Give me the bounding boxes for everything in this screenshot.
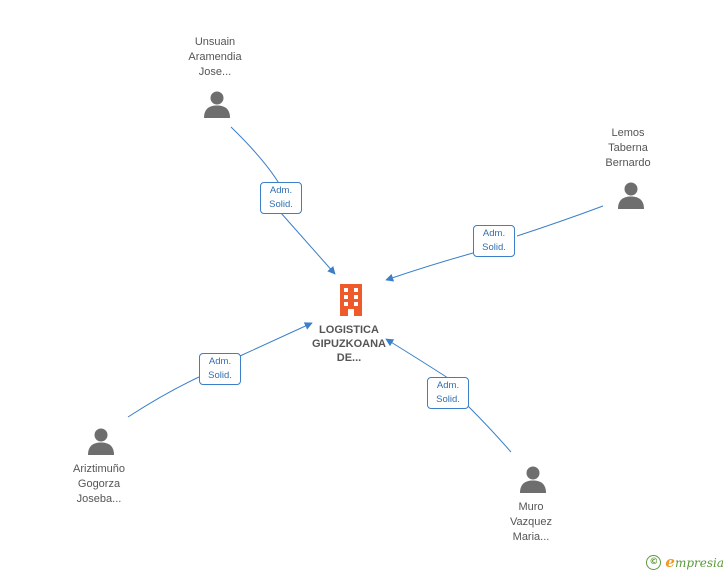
- person-label-line: Unsuain: [194, 36, 236, 48]
- person-label-line: Aramendia: [188, 51, 242, 63]
- role-badge-muro[interactable]: Adm. Solid.: [427, 377, 469, 409]
- person-label-line: Lemos: [611, 127, 645, 139]
- person-label-muro[interactable]: Muro Vazquez Maria...: [471, 500, 591, 545]
- role-line: Adm.: [269, 185, 293, 196]
- person-label-line: Gogorza: [77, 478, 121, 490]
- edge-lemos: [386, 205, 604, 280]
- person-label-line: Vazquez: [510, 516, 552, 528]
- person-label-line: Bernardo: [605, 157, 651, 169]
- role-line: Solid.: [208, 370, 232, 381]
- person-label-lemos[interactable]: Lemos Taberna Bernardo: [568, 126, 688, 171]
- person-label-line: Joseba...: [76, 493, 122, 505]
- person-label-line: Jose...: [198, 66, 232, 78]
- person-label-line: Ariztimuño: [73, 463, 125, 475]
- company-label-line-3: DE...: [336, 352, 362, 364]
- company-label-line-1: LOGISTICA: [319, 324, 379, 336]
- role-badge-lemos[interactable]: Adm. Solid.: [473, 225, 515, 257]
- person-label-line: Muro: [518, 501, 544, 513]
- brand-logo-initial: e: [665, 553, 675, 571]
- role-line: Solid.: [269, 199, 293, 210]
- person-node-unsuain[interactable]: [203, 90, 231, 123]
- person-node-lemos[interactable]: [617, 181, 645, 214]
- person-icon: [88, 428, 114, 455]
- company-label-line-2: GIPUZKOANA: [312, 338, 386, 350]
- brand-logo[interactable]: empresia: [665, 553, 724, 571]
- brand-footer: © empresia: [646, 553, 724, 571]
- copyright-icon: ©: [646, 554, 662, 570]
- building-icon: [340, 284, 362, 316]
- person-label-ariztimuno[interactable]: Ariztimuño Gogorza Joseba...: [39, 462, 159, 507]
- person-icon: [204, 91, 230, 118]
- role-badge-unsuain[interactable]: Adm. Solid.: [260, 182, 302, 214]
- role-badge-ariztimuno[interactable]: Adm. Solid.: [199, 353, 241, 385]
- role-line: Adm.: [436, 380, 460, 391]
- role-line: Adm.: [208, 356, 232, 367]
- person-label-line: Maria...: [512, 531, 550, 543]
- person-node-ariztimuno[interactable]: [87, 427, 115, 460]
- role-line: Solid.: [482, 242, 506, 253]
- person-icon: [618, 182, 644, 209]
- person-icon: [520, 466, 546, 493]
- company-node[interactable]: [337, 284, 365, 316]
- brand-logo-text: mpresia: [674, 556, 724, 570]
- role-line: Solid.: [436, 394, 460, 405]
- person-node-muro[interactable]: [519, 465, 547, 498]
- person-label-unsuain[interactable]: Unsuain Aramendia Jose...: [155, 35, 275, 80]
- role-line: Adm.: [482, 228, 506, 239]
- company-label[interactable]: LOGISTICA GIPUZKOANA DE...: [294, 323, 404, 365]
- edge-unsuain: [230, 126, 335, 274]
- edge-ariztimuno: [127, 323, 312, 418]
- person-label-line: Taberna: [608, 142, 648, 154]
- edge-muro: [386, 339, 512, 453]
